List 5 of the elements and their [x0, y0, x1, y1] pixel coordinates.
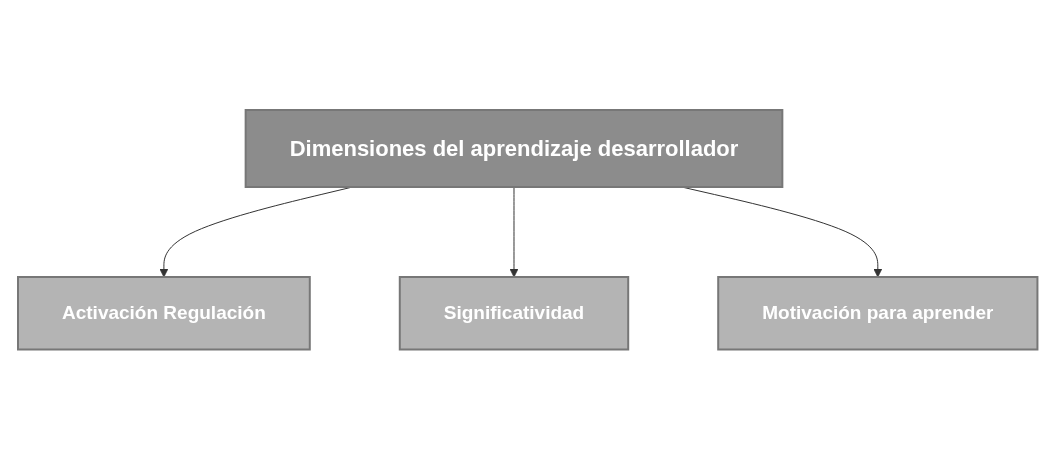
arrow [509, 186, 519, 278]
node-box: Dimensiones del aprendizaje desarrollador [244, 109, 784, 189]
node-box: Significatividad [399, 276, 630, 351]
node-box: Motivación para aprender [717, 276, 1039, 351]
node-box: Activación Regulación [17, 276, 312, 351]
